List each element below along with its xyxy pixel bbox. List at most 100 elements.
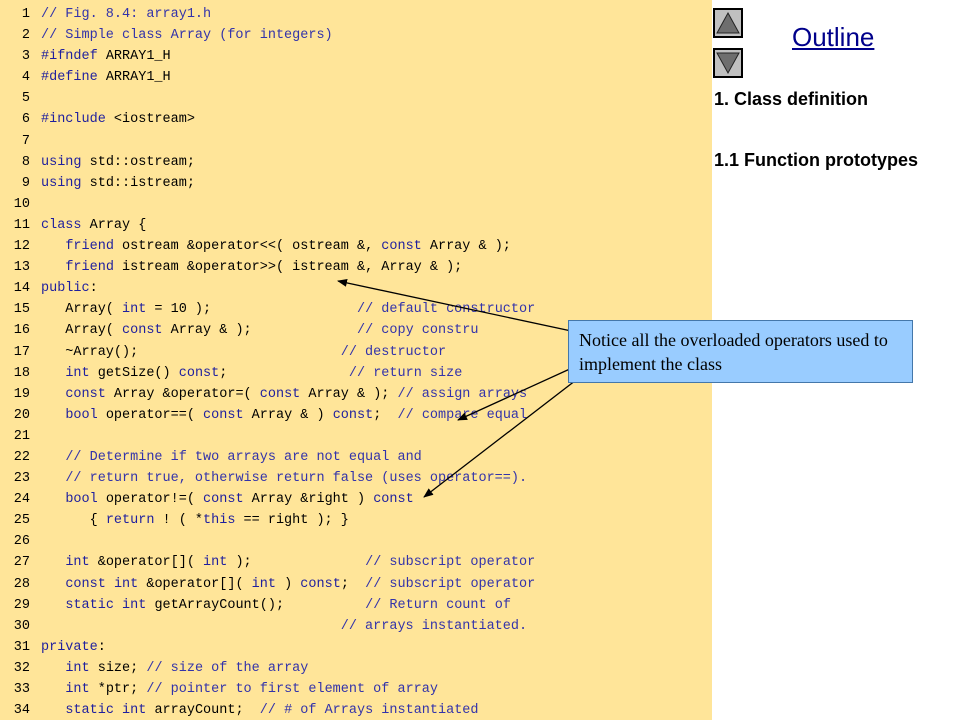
line-code: bool operator!=( const Array &right ) co… bbox=[30, 489, 413, 510]
code-line: 6#include <iostream> bbox=[0, 109, 712, 130]
code-token: size; bbox=[89, 660, 147, 676]
callout-note: Notice all the overloaded operators used… bbox=[568, 320, 913, 383]
line-code: const int &operator[]( int ) const; // s… bbox=[30, 574, 535, 595]
line-code: { return ! ( *this == right ); } bbox=[30, 510, 349, 531]
line-number: 33 bbox=[13, 682, 30, 697]
line-number: 16 bbox=[13, 323, 30, 339]
code-token bbox=[41, 471, 65, 486]
code-token: operator!=( bbox=[97, 492, 204, 508]
line-code: int getSize() const; // return size bbox=[30, 363, 462, 384]
code-token bbox=[41, 619, 341, 634]
line-number: 10 bbox=[13, 196, 30, 212]
code-line: 1// Fig. 8.4: array1.h bbox=[0, 4, 712, 25]
code-token bbox=[41, 703, 65, 718]
next-slide-button[interactable] bbox=[713, 48, 743, 78]
code-token: ; bbox=[340, 576, 366, 592]
line-number: 22 bbox=[13, 449, 30, 465]
code-token: &operator[]( bbox=[89, 555, 204, 571]
comment-token: // assign arrays bbox=[397, 386, 528, 402]
comment-token: // destructor bbox=[340, 344, 447, 360]
keyword-token: const bbox=[203, 407, 244, 423]
code-line: 13 friend istream &operator>>( istream &… bbox=[0, 257, 712, 278]
keyword-token: const bbox=[65, 386, 106, 402]
keyword-token: int bbox=[113, 576, 139, 592]
line-number: 8 bbox=[21, 154, 30, 170]
code-token: Array &operator=( bbox=[105, 386, 260, 402]
line-code: int *ptr; // pointer to first element of… bbox=[30, 679, 438, 700]
code-line: 4#define ARRAY1_H bbox=[0, 67, 712, 88]
code-token: { bbox=[41, 513, 106, 529]
keyword-token: #include bbox=[41, 112, 106, 128]
line-code: #define ARRAY1_H bbox=[30, 67, 171, 88]
code-token bbox=[41, 577, 65, 592]
line-number: 9 bbox=[21, 175, 30, 191]
comment-token: // default constructor bbox=[356, 302, 536, 318]
code-token: ); bbox=[227, 555, 366, 571]
comment-token: // # of Arrays instantiated bbox=[259, 703, 479, 719]
keyword-token: static bbox=[65, 597, 114, 613]
code-token: Array &right ) bbox=[243, 492, 374, 508]
line-number: 21 bbox=[13, 428, 30, 444]
keyword-token: #ifndef bbox=[41, 49, 98, 65]
line-number: 25 bbox=[13, 513, 30, 529]
code-line: 34 static int arrayCount; // # of Arrays… bbox=[0, 700, 712, 721]
code-token bbox=[41, 366, 65, 381]
triangle-down-icon bbox=[716, 52, 740, 75]
keyword-token: const bbox=[332, 407, 374, 423]
outline-title[interactable]: Outline bbox=[792, 22, 875, 52]
line-code: Array( const Array & ); // copy constru bbox=[30, 320, 479, 341]
code-line: 24 bool operator!=( const Array &right )… bbox=[0, 489, 712, 510]
code-token: Array & ); bbox=[300, 386, 398, 402]
line-number: 12 bbox=[13, 239, 30, 255]
code-token: ) bbox=[275, 576, 301, 592]
keyword-token: friend bbox=[65, 239, 114, 255]
code-line: 33 int *ptr; // pointer to first element… bbox=[0, 679, 712, 700]
code-token: ARRAY1_H bbox=[97, 49, 171, 65]
code-line: 7 bbox=[0, 131, 712, 152]
code-line: 23 // return true, otherwise return fals… bbox=[0, 468, 712, 489]
code-token bbox=[41, 598, 65, 613]
previous-slide-button[interactable] bbox=[713, 8, 743, 38]
line-code: static int arrayCount; // # of Arrays in… bbox=[30, 700, 479, 721]
line-number: 7 bbox=[21, 133, 30, 149]
code-token bbox=[41, 260, 65, 275]
keyword-token: int bbox=[122, 703, 147, 719]
keyword-token: const bbox=[178, 365, 220, 381]
code-line: 19 const Array &operator=( const Array &… bbox=[0, 384, 712, 405]
keyword-token: int bbox=[203, 555, 228, 571]
code-line: 22 // Determine if two arrays are not eq… bbox=[0, 447, 712, 468]
keyword-token: bool bbox=[65, 492, 98, 508]
comment-token: // Fig. 8.4: array1.h bbox=[41, 7, 212, 22]
code-line: 5 bbox=[0, 88, 712, 109]
line-code: class Array { bbox=[30, 215, 146, 236]
line-code: int size; // size of the array bbox=[30, 658, 308, 679]
code-token: : bbox=[89, 281, 98, 297]
comment-token: // subscript operator bbox=[365, 555, 536, 571]
line-number: 26 bbox=[13, 534, 30, 550]
keyword-token: private bbox=[41, 639, 98, 655]
code-line: 3#ifndef ARRAY1_H bbox=[0, 46, 712, 67]
line-number: 28 bbox=[13, 576, 30, 592]
line-number: 14 bbox=[13, 281, 30, 297]
line-number: 5 bbox=[21, 91, 30, 107]
code-token: *ptr; bbox=[89, 682, 147, 697]
code-token bbox=[106, 577, 114, 592]
keyword-token: int bbox=[65, 365, 90, 381]
line-code: private: bbox=[30, 637, 106, 658]
keyword-token: int bbox=[65, 682, 90, 697]
line-code: public: bbox=[30, 278, 98, 299]
line-code: int &operator[]( int ); // subscript ope… bbox=[30, 552, 535, 573]
line-code: // arrays instantiated. bbox=[30, 616, 527, 637]
triangle-up-icon bbox=[716, 11, 740, 34]
code-token bbox=[41, 661, 65, 676]
code-token: <iostream> bbox=[105, 112, 195, 128]
comment-token: // copy constru bbox=[356, 323, 479, 339]
code-line: 17 ~Array(); // destructor bbox=[0, 342, 712, 363]
line-code: // Fig. 8.4: array1.h bbox=[30, 4, 211, 25]
code-line: 20 bool operator==( const Array & ) cons… bbox=[0, 405, 712, 426]
keyword-token: int bbox=[65, 555, 90, 571]
code-token bbox=[41, 239, 65, 254]
line-number: 18 bbox=[13, 365, 30, 381]
keyword-token: bool bbox=[65, 407, 98, 423]
